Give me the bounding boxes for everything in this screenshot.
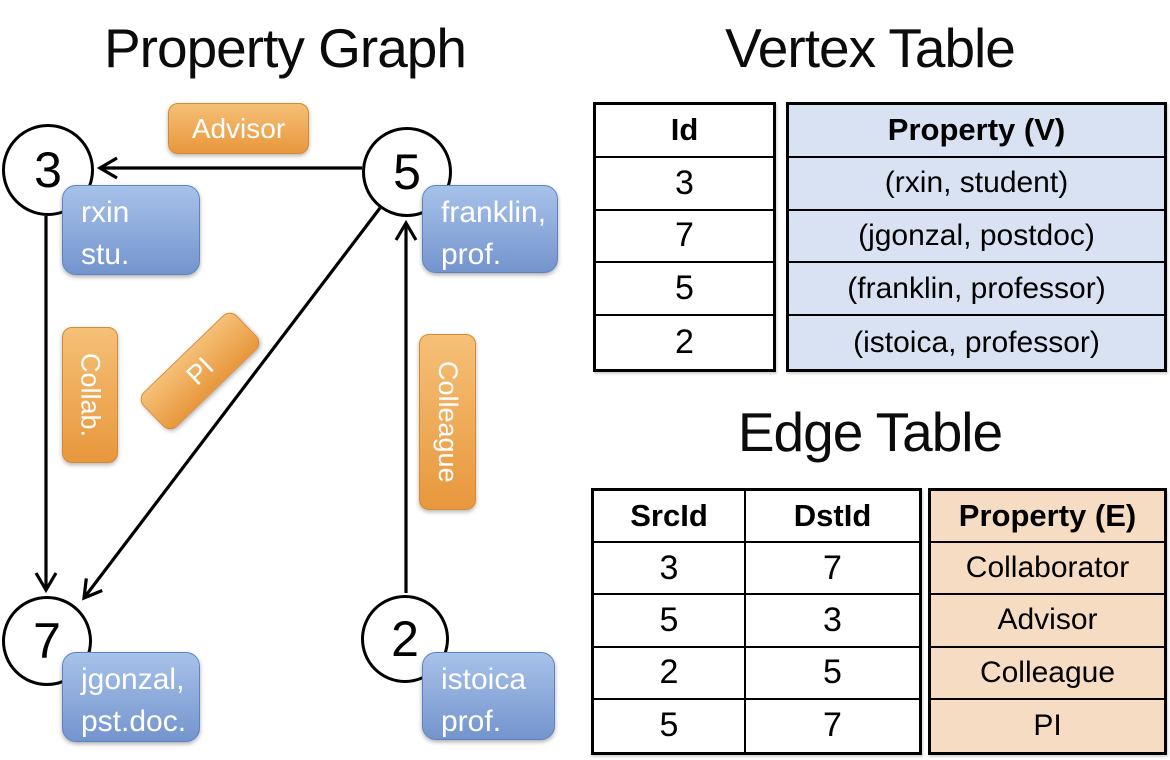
edge-label-pi: PI (136, 308, 264, 434)
edge-table-header-dstid: DstId (746, 491, 919, 544)
graph-node-5: 5 (362, 127, 452, 217)
edge-table-cell-property: PI (1033, 708, 1062, 742)
edge-table-cell-srcid: 5 (594, 699, 746, 752)
edge-table-cell-dstid: 7 (823, 706, 842, 745)
edge-table-cell-dstid: 7 (746, 543, 919, 596)
vertex-property-line: stu. (81, 238, 130, 271)
node-id-label: 7 (33, 613, 61, 669)
vertex-property-box-5: franklin, prof. (422, 185, 558, 273)
vertex-table-cell-property: (franklin, professor) (789, 263, 1164, 317)
node-id-label: 3 (34, 142, 62, 198)
vertex-table-property-column: Property (V) (rxin, student) (jgonzal, p… (786, 102, 1167, 372)
vertex-property-line: rxin (81, 196, 130, 229)
vertex-table-cell-property: (rxin, student) (789, 158, 1164, 211)
edge-table-cell-dstid: 3 (746, 595, 919, 648)
edge-table: SrcId DstId 3 7 5 3 2 5 5 7 Property (E)… (591, 488, 1167, 755)
vertex-table-cell-id: 3 (596, 158, 773, 211)
edge-label-collab: Collab. (62, 327, 118, 463)
vertex-table-header-property: Property (V) (789, 105, 1164, 158)
edge-table-header-srcid: SrcId (594, 491, 746, 544)
vertex-table-id-column: Id 3 7 5 2 (593, 102, 776, 372)
vertex-property-box-7: jgonzal, pst.doc. (62, 652, 200, 742)
vertex-table-title: Vertex Table (725, 17, 1016, 79)
edge-table-title: Edge Table (737, 401, 1003, 463)
edge-table-cell-dstid: 5 (746, 648, 919, 700)
vertex-property-box-3: rxin stu. (62, 185, 200, 275)
vertex-property-line: prof. (441, 705, 502, 738)
edge-table-cell-property: Colleague (931, 648, 1164, 700)
node-id-label: 2 (391, 611, 419, 667)
edge-table-property-column: Property (E) Collaborator Advisor Collea… (928, 488, 1167, 755)
vertex-table-cell-id: 7 (596, 211, 773, 264)
edge-label-colleague: Colleague (419, 334, 476, 510)
vertex-property-line: jgonzal, (81, 663, 185, 696)
edge-table-cell-srcid: 2 (594, 647, 746, 700)
vertex-table-cell-id: 2 (675, 323, 694, 362)
edge-table-cell-property: Advisor (931, 595, 1164, 648)
edge-table-header-property: Property (E) (931, 491, 1164, 544)
node-id-label: 5 (393, 144, 421, 200)
edge-table-cell-srcid: 3 (594, 543, 746, 596)
edge-table-cell-srcid: 5 (594, 595, 746, 648)
vertex-table-cell-property: (jgonzal, postdoc) (789, 211, 1164, 264)
edge-table-cell-property: Collaborator (931, 543, 1164, 596)
vertex-property-line: istoica (441, 663, 527, 696)
vertex-table-cell-id: 5 (596, 263, 773, 317)
vertex-table: Id 3 7 5 2 Property (V) (rxin, student) … (593, 102, 1167, 372)
edge-table-id-columns: SrcId DstId 3 7 5 3 2 5 5 7 (591, 488, 922, 755)
property-graph-title: Property Graph (103, 17, 467, 79)
vertex-table-header-id: Id (596, 105, 773, 158)
graph-node-3: 3 (2, 124, 94, 216)
edge-label-advisor: Advisor (168, 103, 309, 154)
vertex-property-box-2: istoica prof. (422, 652, 555, 740)
vertex-table-cell-property: (istoica, professor) (853, 325, 1100, 359)
vertex-property-line: prof. (441, 238, 502, 271)
vertex-property-line: pst.doc. (81, 705, 187, 738)
vertex-property-line: franklin, (441, 196, 547, 229)
